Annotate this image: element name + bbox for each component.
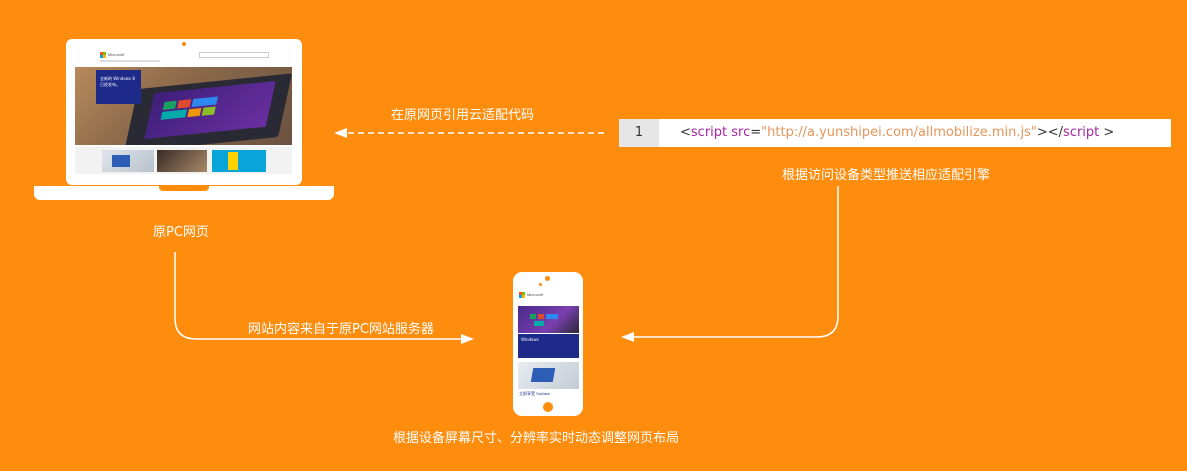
thumbnail-device (112, 155, 130, 167)
tile (187, 107, 202, 118)
code-mid: ></ (1036, 125, 1064, 140)
phone-windows-banner: Windows (518, 334, 579, 358)
code-close-bracket: > (1099, 125, 1115, 140)
laptop-hero-text: 全新的 Windows 8 已经发布。 (100, 76, 135, 87)
phone-caption: 立即享受 Surface (519, 391, 550, 396)
code-to-phone-line (633, 186, 839, 338)
laptop-hero-image: 全新的 Windows 8 已经发布。 (75, 67, 292, 145)
thumbnail-phone (212, 150, 266, 172)
phone-brand-text: Microsoft (527, 292, 544, 297)
laptop-notch (159, 186, 209, 191)
thumbnail-surface (102, 150, 154, 172)
phone-screen: Microsoft Windows 立即享受 Surface (517, 289, 579, 399)
push-engine-label: 根据访问设备类型推送相应适配引擎 (782, 168, 991, 183)
code-src-value: "http://a.yunshipei.com/allmobilize.min.… (761, 125, 1037, 140)
thumbnail-people (157, 150, 207, 172)
phone-surface-image (518, 362, 579, 389)
microsoft-logo-icon (519, 292, 525, 298)
microsoft-logo-icon (100, 52, 106, 58)
tile (191, 96, 218, 108)
code-tag: script (690, 125, 728, 140)
laptop-brand-text: Microsoft (108, 52, 125, 57)
code-open-bracket: < (680, 125, 691, 140)
laptop-search-box (199, 52, 269, 58)
code-line-number: 1 (619, 119, 659, 147)
phone-camera (545, 276, 550, 281)
phone-hero-image (518, 306, 579, 333)
laptop-thumbnail-row (75, 147, 292, 174)
windows-promo-box: 全新的 Windows 8 已经发布。 (96, 70, 141, 104)
phone-banner-title: Windows (521, 337, 539, 342)
code-close-tag: script (1063, 125, 1100, 140)
phone-sensor (539, 283, 542, 286)
tile (160, 109, 188, 120)
phone-home-button (543, 402, 553, 412)
code-snippet: <script src="http://a.yunshipei.com/allm… (680, 119, 1114, 147)
code-snippet-box (619, 119, 1171, 147)
tile (177, 99, 192, 109)
laptop-to-phone-line (174, 252, 462, 340)
code-equals: = (750, 125, 762, 140)
embed-code-label: 在原网页引用云适配代码 (391, 108, 535, 123)
tile (546, 314, 558, 319)
tile (534, 321, 544, 326)
laptop-nav-bar (100, 60, 160, 62)
adjust-layout-label: 根据设备屏幕尺寸、分辨率实时动态调整网页布局 (393, 431, 680, 446)
laptop-base (34, 186, 334, 200)
laptop-camera (182, 42, 186, 46)
tile (538, 314, 544, 319)
laptop-to-phone-arrowhead (461, 334, 474, 344)
tile (162, 100, 177, 110)
tile (201, 106, 216, 116)
original-pc-label: 原PC网页 (153, 225, 209, 240)
laptop-site-header: Microsoft (74, 47, 292, 65)
code-to-phone-arrowhead (621, 332, 634, 342)
dashed-arrow-head (334, 128, 347, 138)
content-source-label: 网站内容来自于原PC网站服务器 (248, 322, 434, 337)
surface-device (530, 368, 556, 382)
thumbnail-phone-yellow (228, 152, 238, 170)
tile (530, 314, 536, 319)
code-attr: src (727, 125, 751, 140)
